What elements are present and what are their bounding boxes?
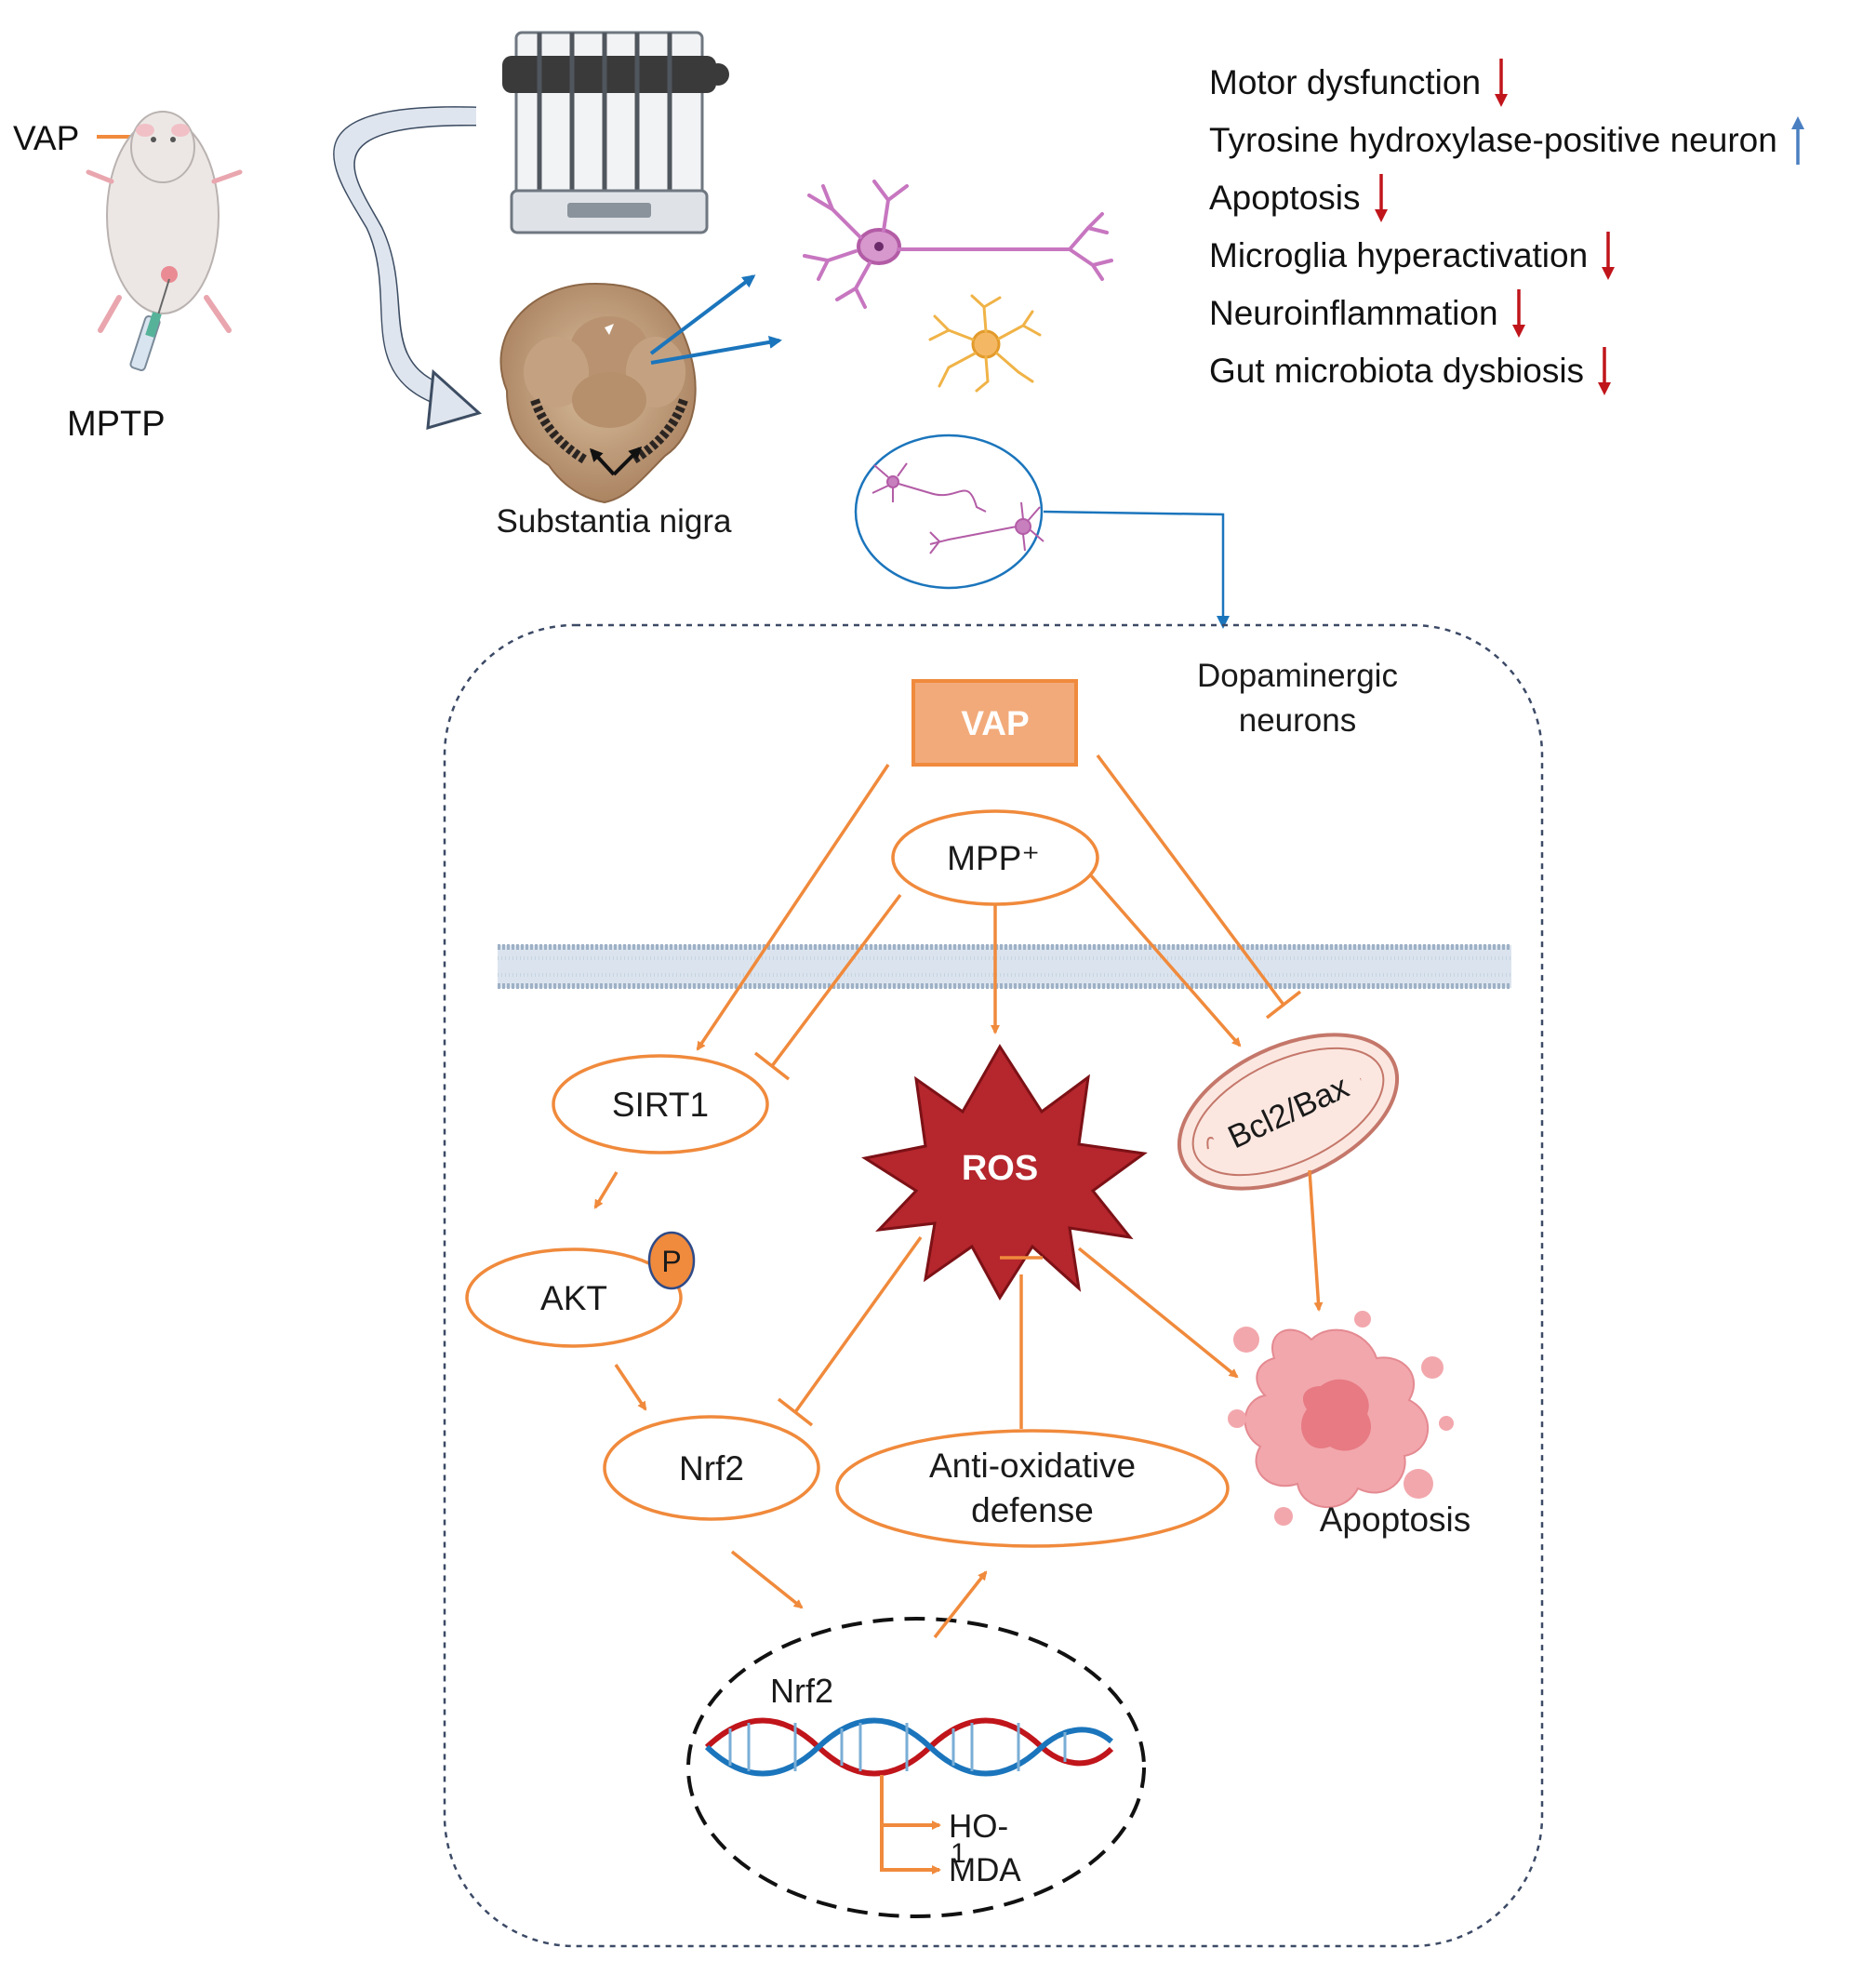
- effect-label: Gut microbiota dysbiosis: [1209, 352, 1585, 390]
- mouse-vap-label: VAP: [13, 119, 80, 157]
- sirt1-activates-akt: [593, 1171, 619, 1209]
- effect-item: Tyrosine hydroxylase-positive neuron: [1209, 112, 1805, 169]
- ho1-label: HO-: [949, 1808, 1008, 1845]
- arrow-up-icon: [1790, 116, 1804, 165]
- ho1-suffix-label: 1: [951, 1838, 966, 1869]
- box-title-line1: Dopaminergic: [1197, 658, 1398, 694]
- ros-inhibits-nrf2: [793, 1235, 923, 1414]
- effect-label: Microglia hyperactivation: [1209, 236, 1589, 274]
- akt-node: [465, 1247, 683, 1348]
- mptp-label: MPTP: [67, 405, 166, 444]
- box-title-line2: neurons: [1239, 702, 1356, 739]
- substantia-nigra-label: Substantia nigra: [497, 503, 732, 540]
- dopaminergic-neuron-circle: [854, 434, 1044, 590]
- effect-item: Neuroinflammation: [1209, 285, 1805, 342]
- akt-label: AKT: [540, 1279, 607, 1317]
- sirt1-node: [552, 1054, 769, 1154]
- dna-helix-icon: [704, 1717, 1114, 1777]
- circle-to-box-connector: [1043, 510, 1230, 629]
- nrf2-node: [603, 1415, 820, 1521]
- blue-arrow-neuron: [649, 274, 756, 355]
- vap-box: VAP: [911, 679, 1078, 767]
- cell-membrane: [498, 944, 1511, 989]
- blue-arrow-astrocyte: [650, 335, 782, 365]
- arrow-down-icon: [1374, 174, 1388, 222]
- neuron-icon: [803, 180, 1113, 309]
- ho1-arrow: [880, 1775, 941, 1830]
- effect-label: Neuroinflammation: [1209, 294, 1498, 332]
- nucleus-to-antiox: [933, 1570, 988, 1639]
- arrow-down-icon: [1511, 289, 1525, 338]
- effect-item: Gut microbiota dysbiosis: [1209, 342, 1805, 400]
- bcl2-activates-apoptosis: [1308, 1169, 1324, 1312]
- akt-activates-nrf2: [614, 1364, 647, 1411]
- mouse-illustration: [86, 111, 243, 372]
- mpp-node: [891, 809, 1099, 906]
- antioxidative-label-line1: Anti-oxidative: [929, 1447, 1136, 1485]
- arrow-down-icon: [1598, 347, 1612, 395]
- vap-inhibits-bcl2: [1096, 754, 1285, 1007]
- brain-section-icon: [499, 282, 697, 504]
- syringe-icon: [129, 278, 170, 372]
- pathway-connectors: [593, 754, 1324, 1639]
- nrf2-to-nucleus: [730, 1550, 804, 1609]
- apoptosis-label: Apoptosis: [1320, 1501, 1471, 1539]
- ros-label: ROS: [962, 1149, 1038, 1188]
- effect-label: Apoptosis: [1209, 179, 1361, 217]
- sirt1-label: SIRT1: [612, 1086, 709, 1124]
- curved-arrow: [333, 106, 483, 431]
- mpp-activates-bcl2: [1088, 873, 1242, 1047]
- nucleus-nrf2-label: Nrf2: [770, 1672, 833, 1710]
- vap-activates-sirt1: [696, 764, 890, 1051]
- astrocyte-icon: [928, 294, 1042, 393]
- antioxidative-node: [835, 1429, 1230, 1548]
- effect-item: Apoptosis: [1209, 169, 1805, 227]
- apoptotic-cell-icon: [1228, 1311, 1454, 1526]
- mda-arrow: [880, 1825, 941, 1874]
- effect-label: Tyrosine hydroxylase-positive neuron: [1209, 121, 1777, 159]
- phospho-badge: [647, 1231, 696, 1290]
- effect-item: Microglia hyperactivation: [1209, 227, 1805, 285]
- mpp-inhibits-sirt1: [770, 893, 902, 1068]
- ros-star: ROS: [861, 1044, 1148, 1301]
- nrf2-label: Nrf2: [679, 1449, 744, 1487]
- arrow-down-icon: [1602, 232, 1616, 280]
- vap-label: VAP: [961, 704, 1029, 742]
- mda-label: MDA: [949, 1852, 1021, 1888]
- phospho-label: P: [661, 1245, 681, 1278]
- treadmill-icon: [502, 31, 729, 234]
- dopaminergic-cell-box: [443, 623, 1544, 1948]
- antioxidative-label-line2: defense: [971, 1491, 1094, 1529]
- mpp-label: MPP⁺: [947, 839, 1040, 877]
- effect-item: Motor dysfunction: [1209, 54, 1805, 112]
- nucleus: [686, 1617, 1146, 1918]
- arrow-down-icon: [1495, 59, 1509, 107]
- ros-activates-apoptosis: [1077, 1247, 1239, 1379]
- effect-label: Motor dysfunction: [1209, 63, 1482, 101]
- mitochondrion-icon: Bcl2/Bax: [1177, 1033, 1400, 1191]
